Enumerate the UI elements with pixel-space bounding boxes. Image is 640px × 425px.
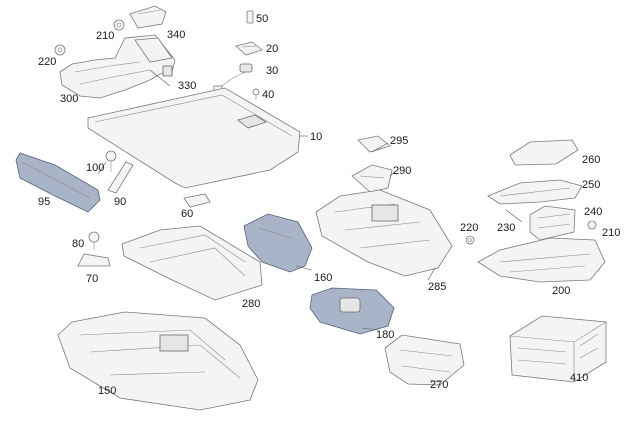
label-330: 330 (178, 80, 196, 92)
label-70: 70 (86, 273, 98, 285)
part-60-latch[interactable] (183, 193, 211, 208)
part-270-bracket[interactable] (384, 334, 465, 386)
part-40-screw[interactable] (252, 88, 260, 100)
part-20-clip[interactable] (235, 41, 263, 56)
label-250: 250 (582, 179, 600, 191)
part-200-carrier[interactable] (477, 237, 606, 283)
label-40: 40 (262, 89, 274, 101)
label-10: 10 (310, 131, 322, 143)
label-285: 285 (428, 281, 446, 293)
label-90: 90 (114, 196, 126, 208)
part-220-nut-right[interactable] (465, 235, 475, 245)
part-230-rod[interactable] (505, 209, 523, 223)
label-50: 50 (256, 13, 268, 25)
label-340: 340 (167, 29, 185, 41)
label-260: 260 (582, 154, 600, 166)
label-220: 220 (38, 56, 56, 68)
label-100: 100 (86, 162, 104, 174)
label-60: 60 (181, 208, 193, 220)
part-280-tray[interactable] (121, 225, 263, 301)
label-280: 280 (242, 298, 260, 310)
part-210-nut-right[interactable] (587, 220, 597, 230)
label-270: 270 (430, 379, 448, 391)
part-340-cover[interactable] (129, 5, 167, 29)
label-160: 160 (314, 272, 332, 284)
part-180-foam-insert[interactable] (309, 287, 395, 335)
label-210: 210 (96, 30, 114, 42)
part-90-bracket[interactable] (107, 161, 134, 194)
label-200: 200 (552, 285, 570, 297)
label-240: 240 (584, 206, 602, 218)
part-160-liner[interactable] (243, 213, 313, 273)
part-100-bolt[interactable] (105, 150, 117, 172)
part-290-insert[interactable] (351, 164, 393, 193)
part-50-clip[interactable] (246, 10, 254, 24)
part-10-load-floor[interactable] (87, 87, 301, 189)
label-220-right: 220 (460, 222, 478, 234)
label-300: 300 (60, 93, 78, 105)
part-260-cover[interactable] (509, 139, 579, 166)
part-95-side-strip[interactable] (15, 152, 101, 213)
leader-lines (97, 69, 441, 383)
label-410: 410 (570, 372, 588, 384)
part-285-storage-tray[interactable] (315, 189, 453, 277)
part-80-bolt[interactable] (88, 231, 100, 250)
part-240-module[interactable] (529, 205, 576, 241)
part-220-nut[interactable] (54, 44, 66, 56)
label-95: 95 (38, 196, 50, 208)
label-30: 30 (266, 65, 278, 77)
label-290: 290 (393, 165, 411, 177)
part-150-floor-pan[interactable] (57, 311, 259, 411)
label-210-right: 210 (602, 227, 620, 239)
label-295: 295 (390, 135, 408, 147)
label-230: 230 (497, 222, 515, 234)
label-150: 150 (98, 385, 116, 397)
part-70-bracket[interactable] (77, 253, 111, 267)
part-330-bracket[interactable] (162, 65, 173, 77)
part-30-wiring[interactable] (213, 63, 253, 93)
label-180: 180 (376, 329, 394, 341)
label-20: 20 (266, 43, 278, 55)
part-295-pad[interactable] (357, 135, 391, 153)
part-300-side-trim[interactable] (59, 34, 176, 99)
part-410-crate[interactable] (509, 315, 607, 383)
label-80: 80 (72, 238, 84, 250)
part-250-frame[interactable] (487, 179, 583, 205)
part-210-nut[interactable] (113, 19, 125, 31)
part-labels: 50 210 340 20 220 30 330 40 300 10 295 2… (38, 13, 620, 397)
